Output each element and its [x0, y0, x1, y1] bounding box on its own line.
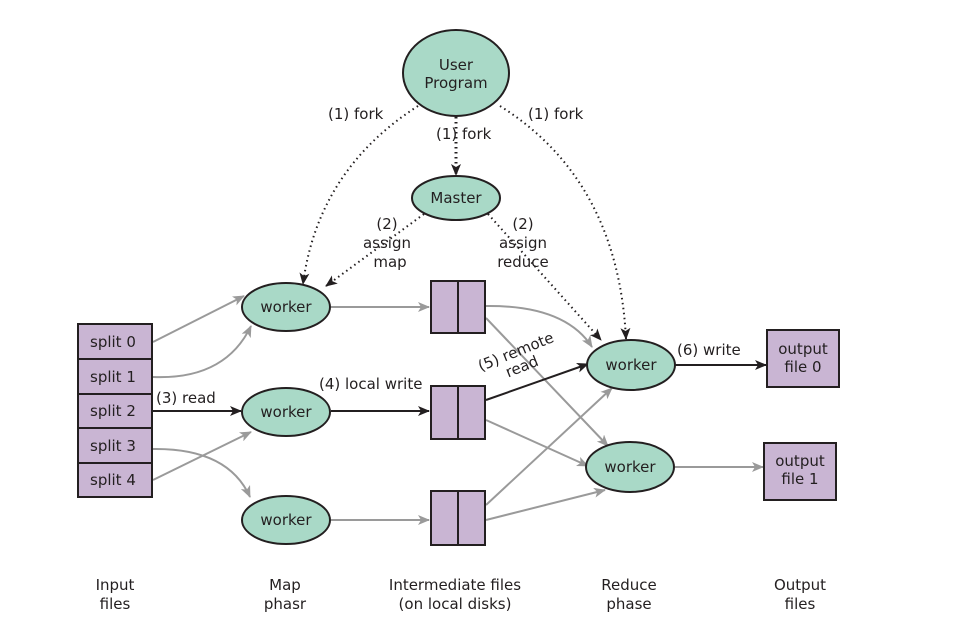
edge-fork-map — [299, 105, 419, 285]
assign-reduce-label: assign — [499, 234, 547, 252]
phase-label-intermediate: Intermediate files — [389, 576, 521, 594]
reduce-worker-2: worker — [585, 441, 675, 493]
split-label: split 1 — [90, 368, 136, 386]
worker-label: worker — [260, 298, 312, 316]
edge-split4-worker — [152, 431, 252, 481]
edge-split0-worker — [152, 295, 245, 343]
user-program-label-1: User — [439, 56, 474, 74]
output-label: output — [778, 340, 828, 358]
phase-label-intermediate: (on local disks) — [399, 595, 512, 613]
split-label: split 3 — [90, 437, 136, 455]
master-label: Master — [430, 189, 482, 207]
edge-assign-reduce — [487, 213, 602, 341]
intermediate-file-2 — [430, 385, 486, 440]
phase-label-output: Output — [774, 576, 826, 594]
output-label: file 0 — [784, 358, 821, 376]
phase-labels: Input files Map phasr Intermediate files… — [96, 576, 827, 613]
worker-label: worker — [605, 356, 657, 374]
phase-label-reduce: Reduce — [601, 576, 656, 594]
master-node: Master — [411, 175, 501, 221]
phase-label-map: Map — [269, 576, 301, 594]
assign-map-label: map — [373, 253, 406, 271]
assign-reduce-label: reduce — [497, 253, 549, 271]
edges — [152, 105, 767, 525]
assign-map-label: assign — [363, 234, 411, 252]
split-label: split 0 — [90, 333, 136, 351]
split-box — [77, 393, 153, 429]
edge-split3-worker — [152, 447, 251, 498]
output-file-0: output file 0 — [766, 329, 840, 388]
read-label: (3) read — [156, 389, 216, 407]
fork-label-center: (1) fork — [436, 125, 492, 143]
user-program-node: User Program — [402, 29, 510, 117]
edge-file2-reduce1 — [485, 362, 589, 401]
split-label: split 4 — [90, 471, 136, 489]
map-worker-3: worker — [241, 495, 331, 545]
split-box — [77, 323, 153, 360]
edge-file1-reduce2 — [485, 317, 609, 447]
output-file-1: output file 1 — [763, 442, 837, 501]
input-splits: split 0 split 1 split 2 split 3 split 4 — [77, 323, 153, 498]
edge-split1-worker — [152, 325, 252, 379]
output-label: output — [775, 452, 825, 470]
intermediate-file-1 — [430, 280, 486, 334]
split-box — [77, 358, 153, 395]
edge-file3-reduce2 — [485, 487, 606, 521]
edge-file3-reduce1 — [485, 387, 613, 506]
split-box — [77, 462, 153, 498]
edge-file2-reduce2 — [485, 419, 589, 467]
local-write-label: (4) local write — [319, 375, 422, 393]
output-label: file 1 — [781, 470, 818, 488]
worker-label: worker — [604, 458, 656, 476]
intermediate-file-3 — [430, 490, 486, 546]
edge-file1-reduce1 — [485, 304, 593, 348]
phase-label-input: files — [100, 595, 131, 613]
phase-label-reduce: phase — [606, 595, 651, 613]
fork-label-right: (1) fork — [528, 105, 584, 123]
user-program-label-2: Program — [424, 74, 487, 92]
split-label: split 2 — [90, 402, 136, 420]
worker-label: worker — [260, 511, 312, 529]
phase-label-input: Input — [96, 576, 135, 594]
edge-assign-map — [325, 213, 425, 287]
fork-label-left: (1) fork — [328, 105, 384, 123]
phase-label-output: files — [785, 595, 816, 613]
map-worker-2: worker — [241, 387, 331, 437]
phase-label-map: phasr — [264, 595, 307, 613]
write-label: (6) write — [677, 341, 741, 359]
assign-reduce-label: (2) — [512, 215, 533, 233]
reduce-worker-1: worker — [586, 339, 676, 391]
assign-map-label: (2) — [376, 215, 397, 233]
worker-label: worker — [260, 403, 312, 421]
map-worker-1: worker — [241, 282, 331, 332]
